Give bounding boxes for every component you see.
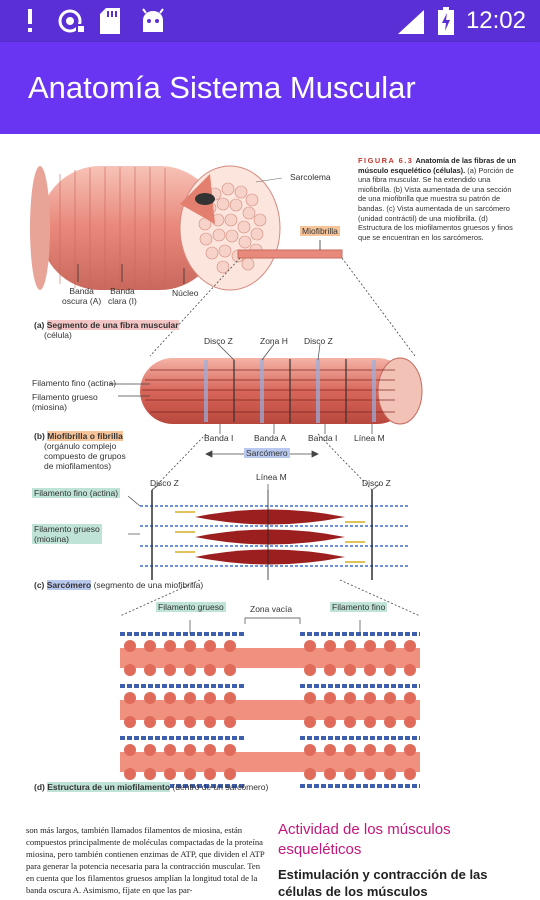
section-subtitle: Estimulación y contracción de las célula… [278,867,488,899]
label-zona-h: Zona H [260,336,288,346]
label-banda-a: Banda A [254,433,287,443]
label-filamento-fino-c: Filamento fino (actina) [32,488,121,498]
figure-caption-body: (a) Porción de una fibra muscular. Se ha… [358,165,514,242]
caption-d-bold: Estructura de un miofilamento [47,782,171,792]
caption-c-bold: Sarcómero [46,580,92,590]
alert-icon [28,9,32,32]
label-banda-oscura: Banda oscura (A) [62,286,102,306]
caption-c-rest: (segmento de una miofibrilla) [93,580,204,590]
muscle-anatomy-figure [30,165,423,788]
caption-d: (d) Estructura de un miofilamento (dentr… [34,782,268,792]
caption-c-prefix: (c) [34,580,45,590]
caption-b-prefix: (b) [34,431,45,441]
myofibril-illustration [110,343,423,458]
label-filamento-grueso-c: Filamento grueso (miosina) [32,524,102,544]
myofilament-illustration [120,617,420,788]
label-sarcomero: Sarcómero [244,448,290,458]
caption-b: (b) Miofibrilla o fibrilla [34,431,123,441]
label-nucleo: Núcleo [172,288,199,298]
figure-caption: FIGURA 6.3 Anatomía de las fibras de un … [358,156,518,242]
figure-number: FIGURA 6.3 [358,156,414,165]
label-miofibrilla: Miofibrilla [300,226,340,236]
sarcomere-illustration [127,483,410,580]
label-filamento-grueso-d: Filamento grueso [156,602,226,612]
signal-icon [398,10,424,34]
caption-c: (c) Sarcómero (segmento de una miofibril… [34,580,203,590]
app-title: Anatomía Sistema Muscular [28,70,416,105]
label-sarcolema: Sarcolema [290,172,331,182]
status-bar: 12:02 [0,0,540,42]
label-linea-m-b: Línea M [354,433,385,443]
figure-title: Anatomía de las fibras de un músculo esq… [358,156,517,175]
caption-d-rest: (dentro de un sarcómero) [172,782,269,792]
caption-b-bold: Miofibrilla o fibrilla [47,431,123,441]
caption-b-rest: (orgánulo complejo compuesto de grupos d… [44,441,126,471]
sd-card-icon [100,8,120,34]
label-filamento-fino-b: Filamento fino (actina) [32,378,117,388]
muscle-fiber-illustration [30,165,343,291]
label-filamento-grueso-b: Filamento grueso (miosina) [32,392,98,412]
caption-a-prefix: (a) [34,320,45,330]
app-bar: Anatomía Sistema Muscular [0,42,540,134]
caption-a-bold: Segmento de una fibra muscular [46,320,179,330]
label-zona-vacia: Zona vacía [250,604,293,614]
android-icon [142,8,164,32]
label-banda-i-1: Banda I [204,433,234,443]
caption-a-rest: (célula) [44,330,72,340]
book-body-text: son más largos, también llamados filamen… [26,825,265,895]
caption-d-prefix: (d) [34,782,45,792]
caption-a: (a) Segmento de una fibra muscular [34,320,179,330]
label-banda-i-2: Banda I [308,433,338,443]
label-disco-z-2: Disco Z [304,336,333,346]
page-content[interactable]: FIGURA 6.3 Anatomía de las fibras de un … [0,134,540,900]
label-linea-m-c: Línea M [256,472,287,482]
label-disco-z-4: Disco Z [362,478,391,488]
label-banda-clara: Banda clara (I) [108,286,137,306]
section-title: Actividad de los músculos esqueléticos [278,821,451,858]
label-disco-z-3: Disco Z [150,478,179,488]
label-filamento-fino-d: Filamento fino [330,602,388,612]
status-clock: 12:02 [465,7,526,34]
battery-charging-icon [438,7,454,35]
sync-icon [58,9,85,33]
label-disco-z-1: Disco Z [204,336,233,346]
